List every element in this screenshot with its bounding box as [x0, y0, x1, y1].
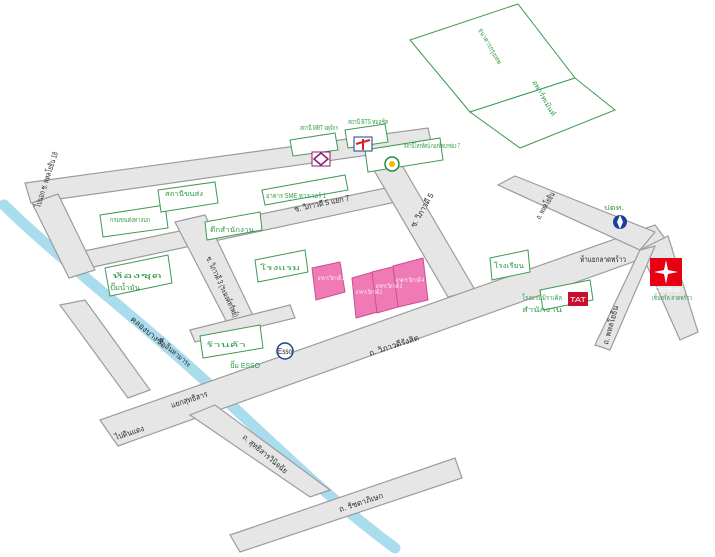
place-label-office: สำนักงาน — [522, 306, 562, 314]
road-labels: ไปนอก ซ. พหลโยธิน 18 ซ. วิภาวดี 3 (ระมงค… — [32, 150, 626, 514]
target-label-c: อาคาร วิภาวดี 3 — [376, 282, 402, 290]
mrt-icon — [311, 151, 331, 167]
place-label-transport: กรมขนส่งทางบก — [110, 217, 150, 224]
place-label-hotel: โรงแรมมิราเคิล — [522, 293, 562, 302]
target-label-d: อาคาร วิภาวดี 4 — [396, 276, 424, 284]
target-buildings: อาคาร วิภาวดี 1 อาคาร วิภาวดี 2 อาคาร วิ… — [311, 257, 429, 319]
target-label-a: อาคาร วิภาวดี 1 — [318, 274, 344, 282]
place-label-sme2: ตึกสำนักงาน — [210, 225, 254, 234]
road-phahon-low — [594, 245, 657, 351]
road-label-ladprao-jn: ห้าแยกลาดพร้าว — [580, 255, 626, 264]
road-ratchada — [229, 457, 463, 553]
place-label-central: เซ็นทรัล ลาดพร้าว — [652, 293, 692, 302]
place-label-sme3: โรงแรม — [260, 263, 300, 272]
roads — [24, 127, 699, 553]
place-label-ptt: ปตท. — [604, 205, 624, 212]
place-label-mansion: ห้องชุด — [112, 272, 162, 280]
target-building-d — [392, 257, 429, 308]
target-building-a — [311, 261, 346, 301]
target-label-b: อาคาร วิภาวดี 2 — [356, 288, 382, 296]
place-label-esso: ปั๊ม ESSO — [230, 360, 261, 370]
tat-logo-icon — [568, 292, 588, 306]
place-label-fuel: ปั๊มน้ำมัน — [110, 281, 140, 292]
central-logo-text: Central — [654, 287, 680, 294]
place-label-tv7: สถานีโทรทัศน์ กองทัพบกช่อง 7 — [404, 141, 460, 150]
poi-icons: Esso Central TAT — [276, 136, 682, 360]
place-label-bts: สถานี BTS หมอชิต — [348, 118, 388, 126]
place-label-station: สถานีขนส่ง — [165, 190, 203, 198]
road-left — [31, 193, 96, 279]
place-label-mrt: สถานี MRT จตุจักร — [300, 124, 338, 132]
road-inthamara — [58, 299, 151, 399]
tat-logo-text: TAT — [570, 297, 587, 304]
road-phahon-top — [496, 175, 656, 251]
road-sutthisan — [188, 404, 332, 498]
esso-logo-text: Esso — [278, 347, 292, 356]
building-block-north — [409, 3, 616, 149]
place-label-sme1: อาคาร SME ทาวเวอร์ 1 — [266, 192, 326, 200]
small-buildings — [99, 123, 594, 359]
canal-label: คลองบางซื่อ — [129, 313, 170, 350]
place-label-shop: ร้านค้า — [206, 341, 246, 349]
place-label-school: โรงเรียน — [494, 261, 524, 270]
esso-logo-icon — [276, 342, 294, 360]
